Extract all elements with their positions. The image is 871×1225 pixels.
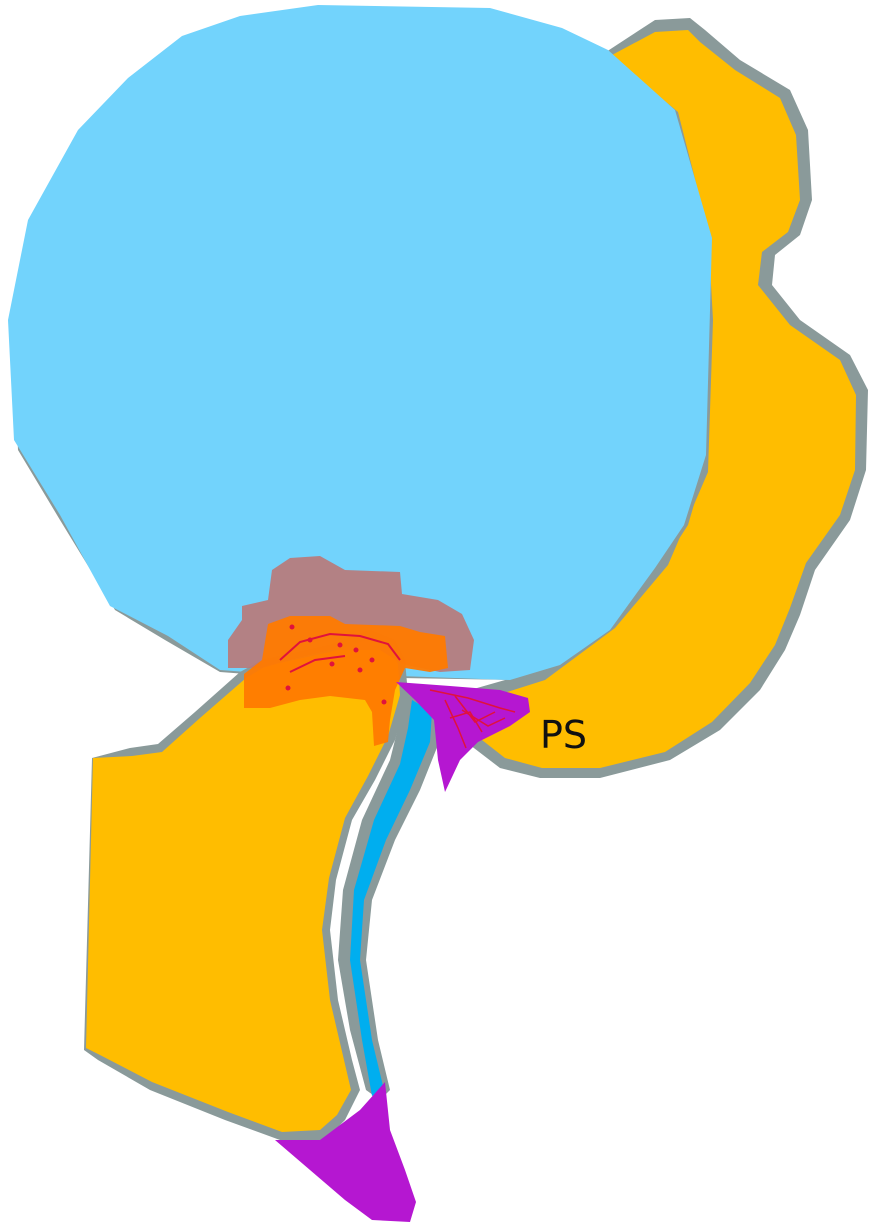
label-ps: PS — [540, 713, 587, 757]
